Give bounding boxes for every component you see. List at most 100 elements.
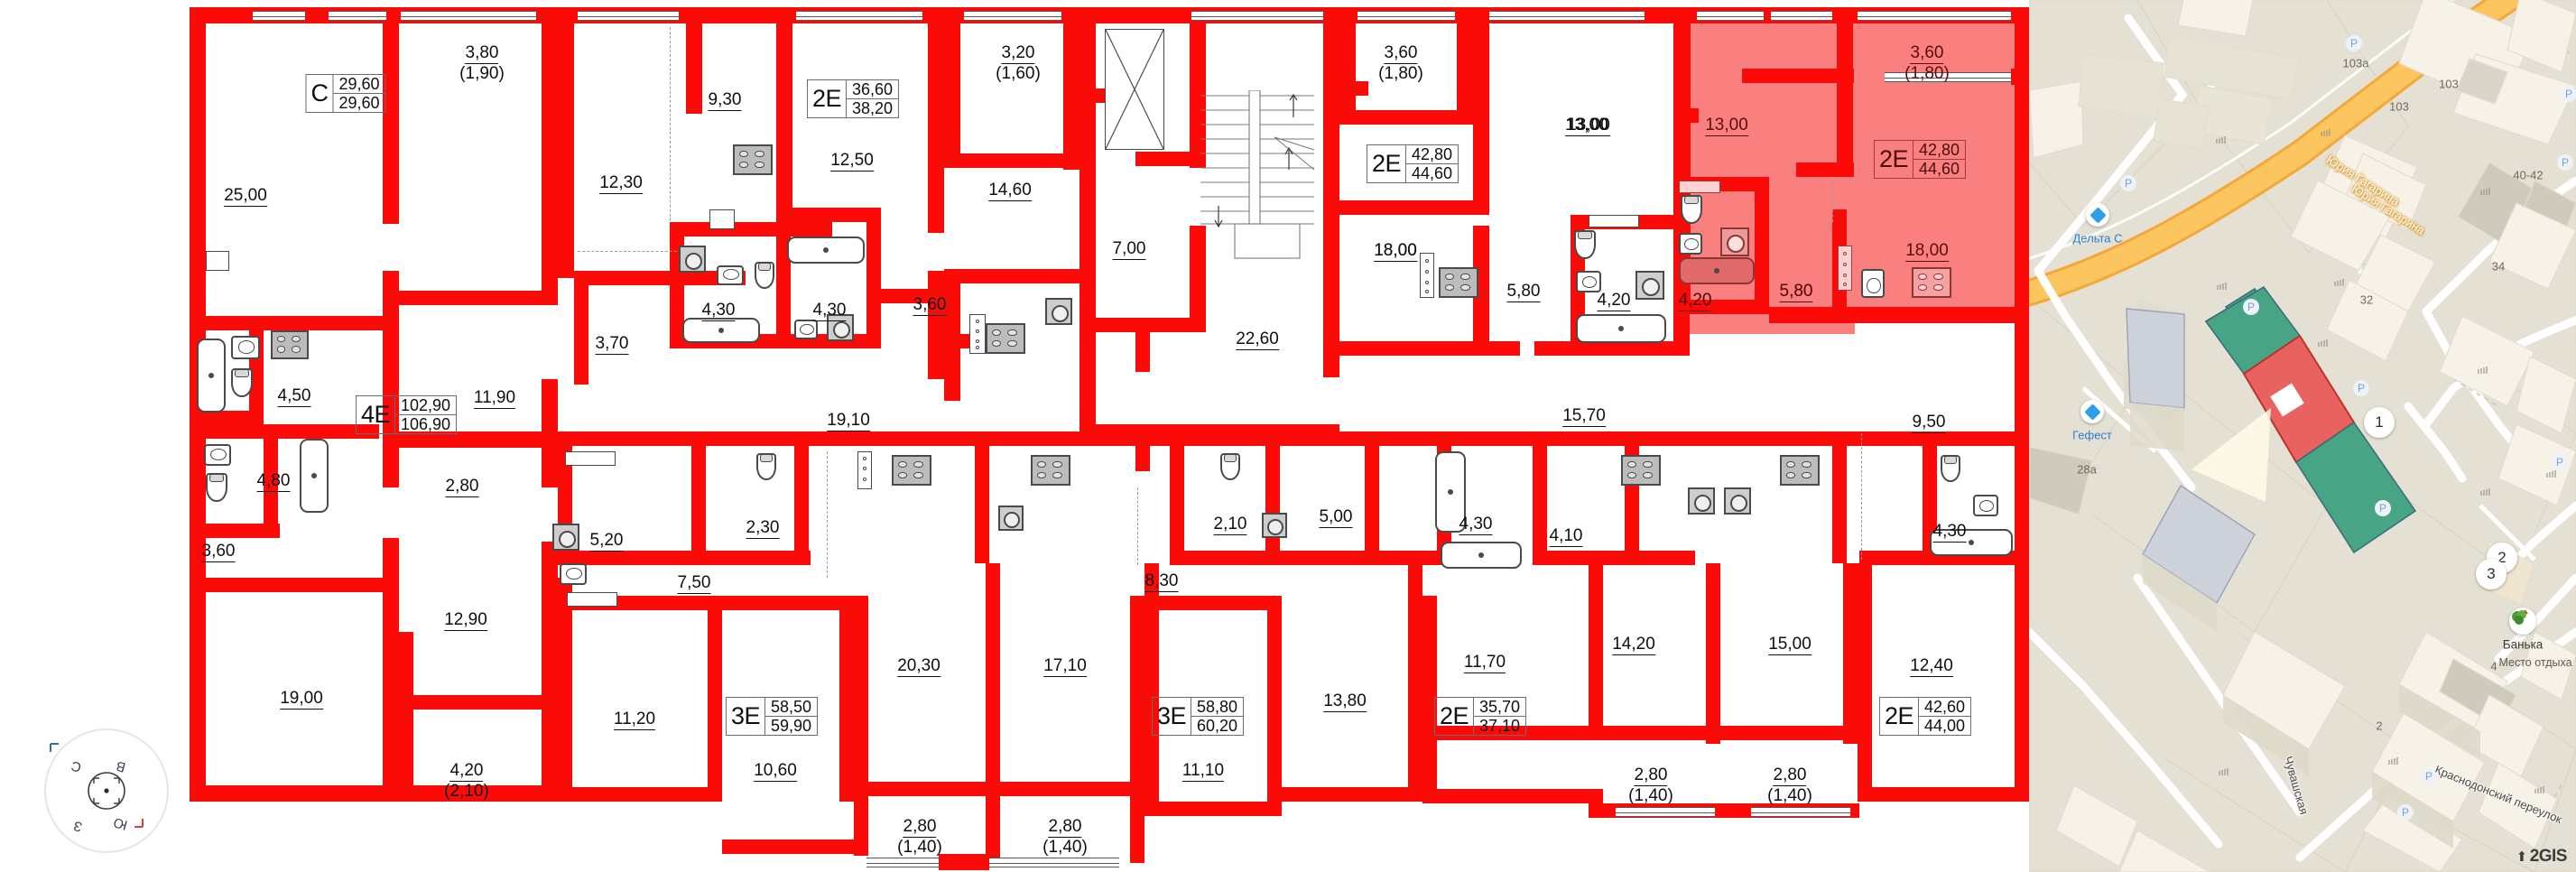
room-area-value: 18,00 [1374, 241, 1417, 262]
room-area-value: 2,80 [445, 477, 479, 497]
dash-sep-5 [578, 251, 677, 252]
room-area-value: 5,20 [589, 531, 624, 552]
room-area-label: 3,80(1,90) [459, 43, 505, 84]
wall-u6-h2 [944, 269, 1080, 283]
bathtub-2 [300, 439, 329, 513]
wall-core-v-bot [1135, 318, 1150, 372]
sink-4 [794, 320, 818, 339]
window-u2-top [401, 11, 536, 21]
map-poi-pin-diamond-icon[interactable] [2086, 203, 2109, 227]
wall-u7-h2 [1339, 200, 1489, 215]
wall-core-mid-v2 [1190, 226, 1206, 325]
room-area-value: 14,60 [988, 181, 1032, 201]
room-balcony-value: (1,60) [996, 63, 1041, 83]
window-lo-b1 [1616, 807, 1715, 817]
room-area-label: 4,50 [277, 386, 311, 407]
room-area-label: 3,20(1,60) [996, 43, 1041, 84]
apartment-area-with-balcony: 44,60 [1918, 160, 1960, 178]
map-poi-pin-diamond-icon[interactable] [2080, 400, 2104, 423]
toilet-9 [1941, 455, 1960, 482]
wall-u2-v3 [542, 542, 558, 802]
apartment-type: 2E [1371, 150, 1402, 177]
room-area-value: 4,50 [277, 386, 311, 407]
room-balcony-value: (1,40) [897, 837, 942, 857]
wall-lb-v2 [691, 446, 706, 563]
elevator-shaft [1105, 29, 1164, 150]
room-area-label: 13,00 [1705, 116, 1748, 136]
room-area-label: 4,30 [701, 301, 736, 321]
riser-1 [969, 314, 986, 354]
wall-lo-bot3 [939, 854, 989, 870]
wall-u5-right [928, 7, 944, 233]
room-area-value: 13,00 [1567, 116, 1610, 136]
room-area-label: 7,00 [1112, 239, 1146, 260]
map-building-marker[interactable]: 1 [2364, 407, 2395, 438]
map-poi-pin-tree-icon[interactable] [2509, 608, 2536, 635]
room-area-value: 12,30 [599, 173, 643, 194]
room-area-label: 3,70 [595, 334, 629, 355]
map-building-marker[interactable]: 3 [2476, 559, 2507, 589]
apartment-area-total: 42,60 [1918, 698, 1971, 717]
room-area-value: 2,80 [1048, 817, 1082, 838]
wall-u7-v2 [1473, 7, 1489, 206]
wall-lo-v4 [854, 596, 868, 856]
wall-lo-v10 [1422, 596, 1437, 740]
svg-text:З: З [72, 818, 84, 835]
window-u8d [1885, 72, 2011, 82]
wall-core-mid-v [1190, 7, 1206, 168]
room-area-value: 3,60 [201, 542, 236, 562]
wall-lo-h7 [1589, 726, 1859, 740]
room-area-label: 11,90 [473, 388, 516, 409]
compass-rose: С В З Ю [27, 715, 190, 868]
room-area-label: 4,30 [1459, 515, 1493, 535]
room-area-label: 18,00 [1374, 241, 1417, 262]
wall-lb-h2 [558, 551, 811, 565]
room-area-value: 18,00 [1905, 241, 1949, 262]
room-area-label: 15,00 [1768, 635, 1812, 655]
apartment-type: 3E [1156, 702, 1187, 729]
gis-attribution[interactable]: ⬆2GIS [2516, 847, 2568, 867]
location-map-panel[interactable]: 103а10310350-5244-4640-4244а13-15а341832… [2029, 0, 2576, 872]
washer-10 [552, 524, 579, 551]
stove-1 [271, 330, 309, 359]
room-area-value: 15,70 [1562, 406, 1606, 427]
toilet-7 [1220, 453, 1240, 480]
room-area-value: 3,60 [913, 295, 947, 316]
room-area-label: 11,20 [613, 710, 656, 730]
window-u8b [1771, 11, 1832, 21]
room-area-label: 11,70 [1463, 653, 1506, 673]
dash-sep-2 [827, 451, 828, 578]
stove-5 [1912, 267, 1951, 298]
room-area-label: 4,10 [1549, 526, 1583, 547]
wall-u3-right [686, 7, 702, 114]
room-area-value: 10,60 [754, 761, 797, 782]
room-area-value: 2,30 [746, 518, 780, 539]
room-area-label: 22,60 [1236, 329, 1279, 350]
bathtub-4 [682, 318, 760, 343]
wall-u3-v [574, 285, 588, 385]
niche-3 [1589, 215, 1639, 227]
room-area-label: 13,80 [1323, 691, 1367, 712]
washer-8 [1724, 487, 1751, 515]
map-parking-icon: P [2120, 175, 2136, 191]
window-u7a [1357, 11, 1455, 21]
wall-u4-top [670, 222, 832, 237]
bathtub-9 [1930, 529, 2013, 556]
washer-7 [1688, 487, 1715, 515]
room-area-value: 4,30 [1459, 515, 1493, 535]
room-area-label: 2,30 [746, 518, 780, 539]
room-area-value: 14,20 [1612, 635, 1655, 655]
room-area-label: 7,50 [677, 573, 711, 594]
room-area-label: 14,60 [988, 181, 1032, 201]
sink-8 [1973, 495, 1998, 516]
